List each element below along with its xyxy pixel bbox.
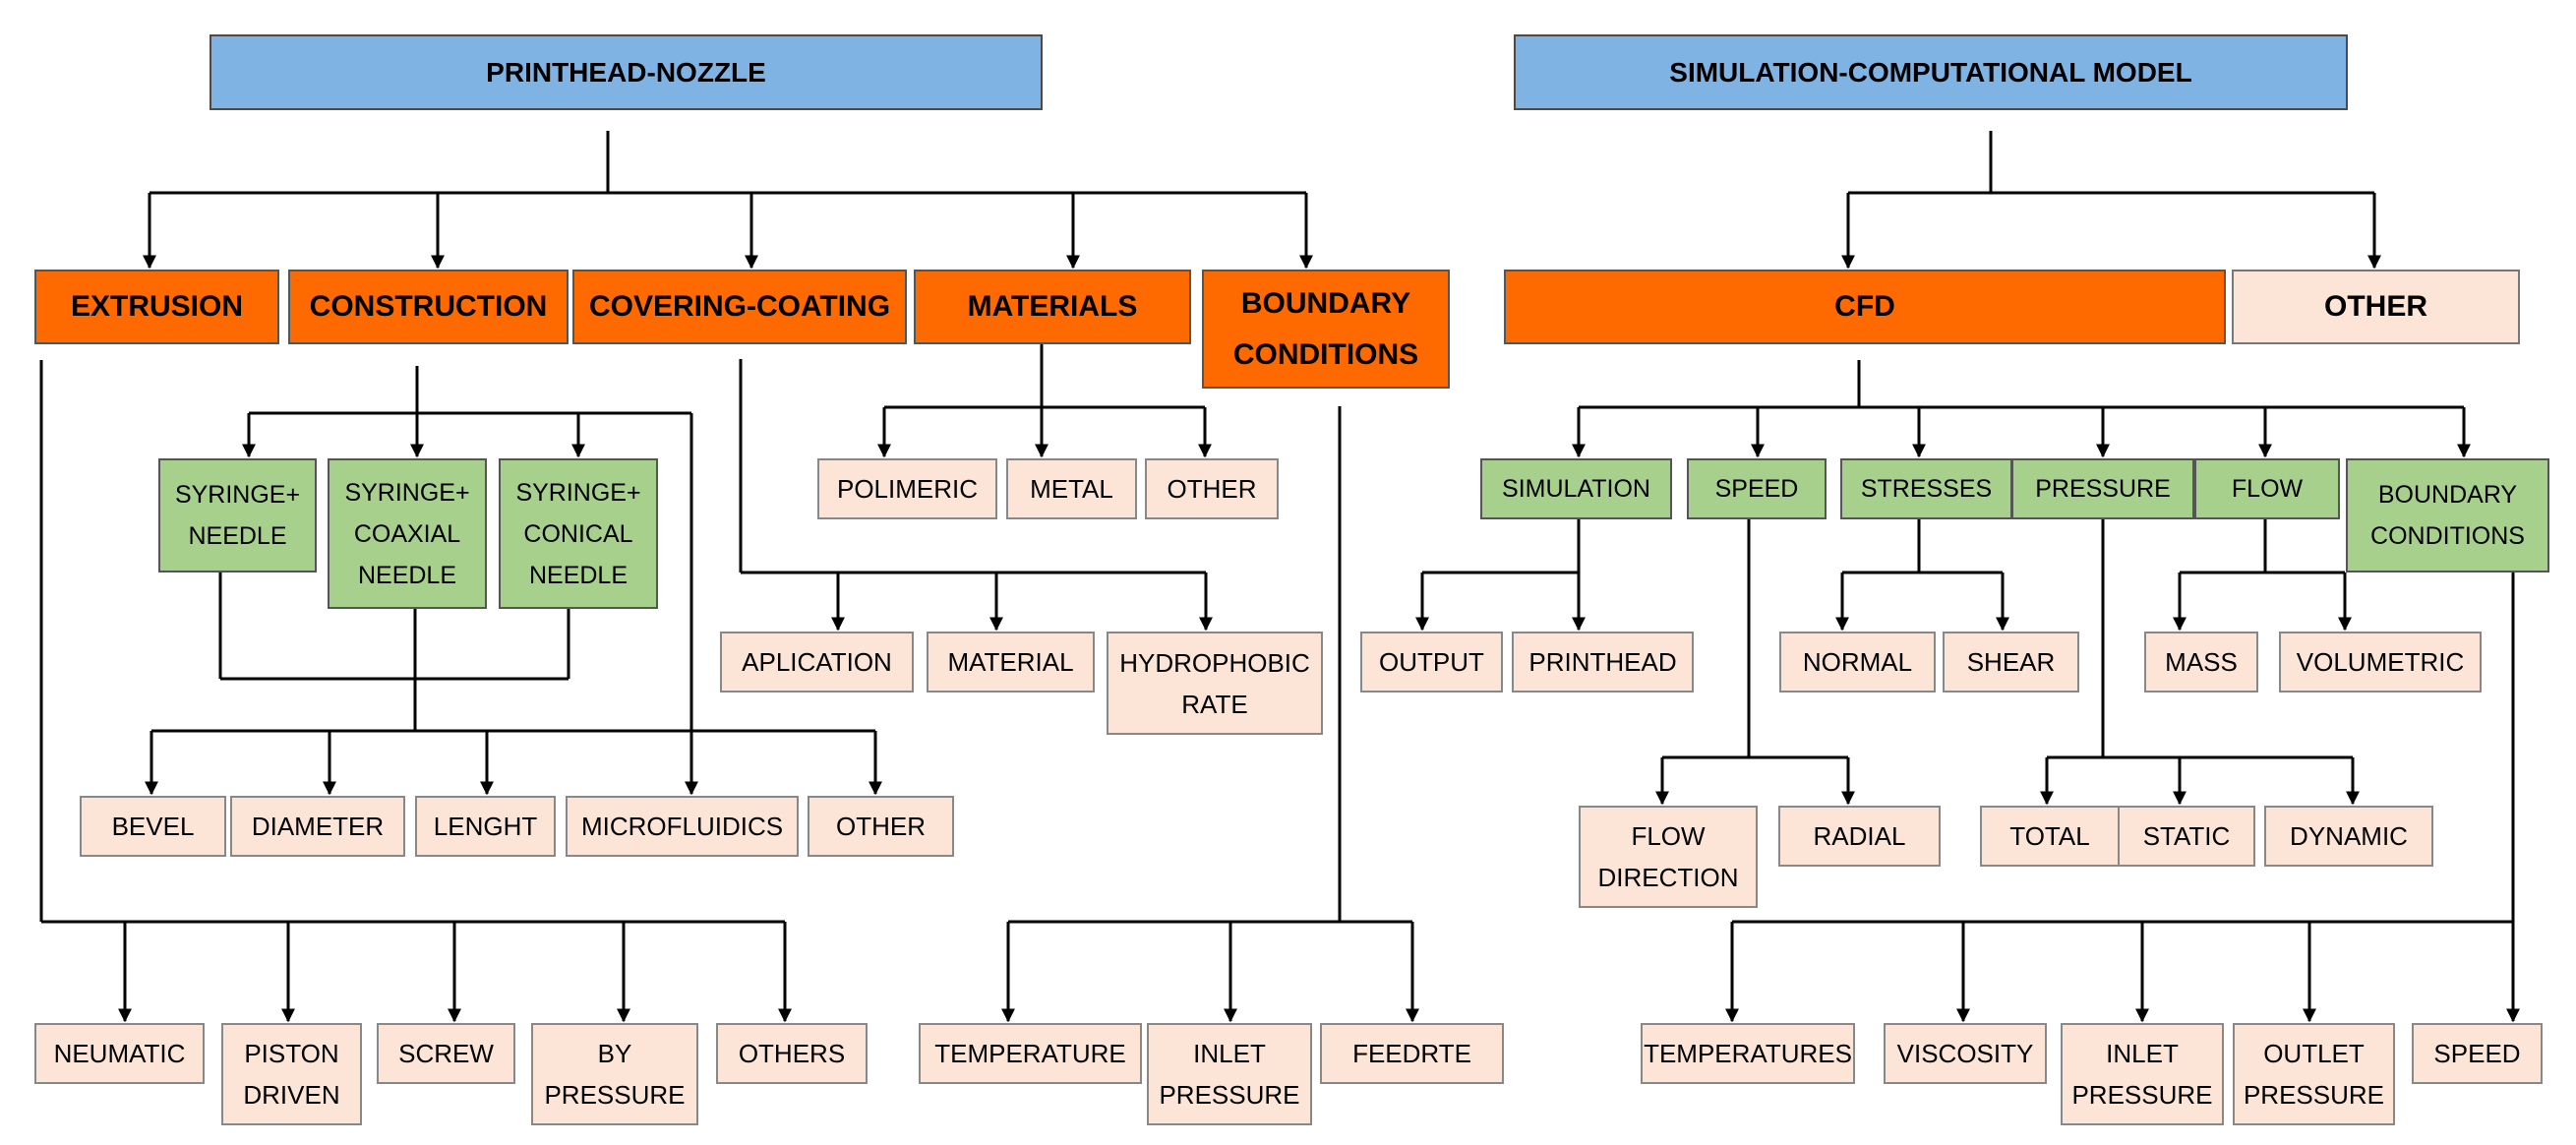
construction-category: CONSTRUCTION — [288, 270, 569, 344]
extrusion-category: EXTRUSION — [34, 270, 279, 344]
stresses-node: STRESSES — [1840, 458, 2012, 519]
bevel-node: BEVEL — [80, 796, 226, 857]
cfd-inlet-pressure-node: INLET PRESSURE — [2061, 1023, 2224, 1125]
output-node: OUTPUT — [1360, 632, 1503, 693]
flow-node: FLOW — [2194, 458, 2340, 519]
syringe-coaxial-needle-node: SYRINGE+ COAXIAL NEEDLE — [328, 458, 487, 609]
dynamic-node: DYNAMIC — [2264, 806, 2433, 867]
diameter-node: DIAMETER — [230, 796, 405, 857]
static-node: STATIC — [2118, 806, 2255, 867]
metal-node: METAL — [1006, 458, 1137, 519]
normal-node: NORMAL — [1779, 632, 1936, 693]
inlet-pressure-node: INLET PRESSURE — [1147, 1023, 1312, 1125]
covering-coating-category: COVERING-COATING — [572, 270, 907, 344]
construction-other-node: OTHER — [808, 796, 954, 857]
neumatic-node: NEUMATIC — [34, 1023, 205, 1084]
length-node: LENGHT — [415, 796, 556, 857]
screw-node: SCREW — [377, 1023, 515, 1084]
printhead-nozzle-header: PRINTHEAD-NOZZLE — [210, 34, 1043, 110]
mass-node: MASS — [2144, 632, 2258, 693]
temperature-node: TEMPERATURE — [919, 1023, 1142, 1084]
speed-node: SPEED — [1687, 458, 1827, 519]
simulation-model-header: SIMULATION-COMPUTATIONAL MODEL — [1514, 34, 2348, 110]
piston-driven-node: PISTON DRIVEN — [221, 1023, 362, 1125]
materials-category: MATERIALS — [914, 270, 1191, 344]
total-node: TOTAL — [1980, 806, 2120, 867]
microfluidics-node: MICROFLUIDICS — [566, 796, 799, 857]
extrusion-others-node: OTHERS — [716, 1023, 868, 1084]
temperatures-node: TEMPERATURES — [1641, 1023, 1855, 1084]
syringe-needle-node: SYRINGE+ NEEDLE — [158, 458, 317, 572]
cfd-category: CFD — [1504, 270, 2226, 344]
syringe-conical-needle-node: SYRINGE+ CONICAL NEEDLE — [499, 458, 658, 609]
by-pressure-node: BY PRESSURE — [531, 1023, 698, 1125]
simulation-node: SIMULATION — [1480, 458, 1672, 519]
hydrophobic-rate-node: HYDROPHOBIC RATE — [1107, 632, 1323, 735]
boundary-conditions-category: BOUNDARY CONDITIONS — [1202, 270, 1450, 389]
polimeric-node: POLIMERIC — [817, 458, 997, 519]
printhead-node: PRINTHEAD — [1512, 632, 1694, 693]
outlet-pressure-node: OUTLET PRESSURE — [2233, 1023, 2395, 1125]
boundary-speed-node: SPEED — [2412, 1023, 2543, 1084]
other-category: OTHER — [2232, 270, 2520, 344]
aplication-node: APLICATION — [720, 632, 914, 693]
material-node: MATERIAL — [927, 632, 1095, 693]
radial-node: RADIAL — [1778, 806, 1941, 867]
cfd-boundary-conditions-node: BOUNDARY CONDITIONS — [2346, 458, 2549, 572]
materials-other-node: OTHER — [1145, 458, 1279, 519]
feedrate-node: FEEDRTE — [1320, 1023, 1504, 1084]
viscosity-node: VISCOSITY — [1884, 1023, 2047, 1084]
volumetric-node: VOLUMETRIC — [2279, 632, 2482, 693]
pressure-node: PRESSURE — [2011, 458, 2194, 519]
flow-direction-node: FLOW DIRECTION — [1579, 806, 1758, 908]
shear-node: SHEAR — [1943, 632, 2079, 693]
